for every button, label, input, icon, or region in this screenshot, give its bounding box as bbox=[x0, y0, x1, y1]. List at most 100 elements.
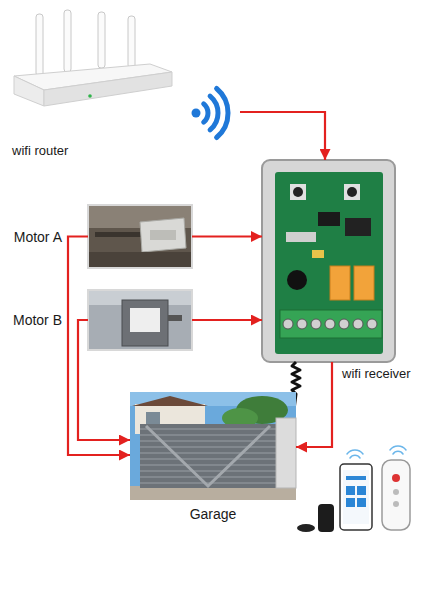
wifi-symbol-part bbox=[210, 96, 218, 130]
motor-b-photo bbox=[88, 290, 192, 350]
app-devices-part-part bbox=[346, 486, 355, 495]
garage-photo-part-part bbox=[140, 452, 276, 454]
garage-photo-part bbox=[146, 426, 270, 486]
garage-photo bbox=[130, 392, 296, 500]
garage-node: Garage bbox=[130, 392, 296, 500]
motor-b-photo-part bbox=[168, 315, 182, 321]
motor-a-photo-part bbox=[150, 230, 176, 240]
app-devices-part bbox=[393, 489, 399, 495]
garage-photo-part-part bbox=[140, 464, 276, 466]
receiver-picture-part bbox=[354, 266, 374, 300]
garage-photo-part bbox=[132, 396, 208, 406]
motor-b-photo-part bbox=[88, 290, 192, 350]
motor-b-photo-part bbox=[130, 308, 160, 332]
receiver-picture-part bbox=[262, 160, 395, 362]
wifi-symbol-part bbox=[192, 109, 201, 118]
app-devices-part bbox=[382, 460, 410, 530]
receiver-picture-part bbox=[280, 310, 382, 338]
receiver-picture-part bbox=[345, 218, 371, 236]
garage-photo-part bbox=[140, 429, 276, 483]
receiver-picture-part bbox=[330, 266, 350, 300]
receiver-picture-part bbox=[290, 184, 306, 200]
app-devices-part bbox=[340, 464, 372, 530]
motor-a-photo-part bbox=[89, 252, 191, 267]
receiver-picture-part bbox=[275, 172, 383, 354]
receiver-picture-part bbox=[318, 212, 340, 226]
signal-arrow bbox=[296, 362, 332, 447]
app-devices-part-part bbox=[350, 455, 360, 458]
receiver-picture-part bbox=[287, 270, 307, 290]
garage-photo-part-part bbox=[140, 470, 276, 472]
receiver-picture-part-part bbox=[353, 319, 363, 329]
receiver-picture-part-part bbox=[297, 319, 307, 329]
motor-node: Motor A bbox=[88, 205, 192, 268]
receiver-picture-part bbox=[283, 319, 377, 329]
signal-arrow bbox=[192, 319, 262, 321]
router-picture-part bbox=[98, 12, 105, 68]
router-picture-part bbox=[44, 72, 172, 106]
garage-photo-part bbox=[146, 412, 160, 424]
wifi-symbol bbox=[192, 89, 229, 138]
app-devices-part bbox=[346, 476, 366, 507]
router-picture-part bbox=[14, 76, 44, 106]
app-devices-part-part bbox=[346, 498, 355, 507]
node-label: wifi receiver bbox=[342, 366, 411, 382]
garage-photo-part bbox=[140, 424, 276, 488]
garage-photo-part bbox=[130, 392, 296, 500]
garage-photo-part bbox=[130, 486, 296, 500]
receiver-picture-part-part bbox=[367, 319, 377, 329]
garage-photo-part-part bbox=[140, 458, 276, 460]
garage-photo-part bbox=[276, 418, 296, 488]
app-devices-part bbox=[297, 524, 315, 532]
signal-arrow bbox=[68, 237, 130, 456]
receiver-picture-part-part bbox=[311, 319, 321, 329]
app-devices-part bbox=[318, 504, 334, 532]
router-node: wifi router bbox=[10, 15, 240, 135]
garage-photo-part-part bbox=[140, 476, 276, 478]
receiver-picture-part-part bbox=[325, 319, 335, 329]
motor-a-photo-part bbox=[140, 218, 186, 252]
node-label: Motor A bbox=[14, 228, 62, 245]
signal-arrow bbox=[240, 112, 325, 160]
receiver-picture-part bbox=[312, 250, 324, 258]
wifi-symbol-part bbox=[217, 89, 228, 138]
receiver-picture-part bbox=[293, 187, 303, 197]
wifi-symbol-part bbox=[204, 104, 208, 122]
motor-a-photo-part bbox=[88, 205, 192, 268]
router-picture-part bbox=[128, 16, 135, 68]
app-devices-part bbox=[393, 501, 399, 507]
receiver-picture-part-part bbox=[283, 319, 293, 329]
router-picture-part bbox=[36, 14, 43, 76]
signal-arrow bbox=[78, 320, 130, 440]
garage-photo-part-part bbox=[140, 428, 276, 430]
receiver-picture-part bbox=[347, 187, 357, 197]
garage-photo-part-part bbox=[140, 446, 276, 448]
app-devices-part-part bbox=[390, 446, 406, 450]
app-devices-part-part bbox=[346, 476, 366, 480]
app-devices-part-part bbox=[357, 498, 366, 507]
motor-a-photo bbox=[88, 205, 192, 268]
app-devices-part bbox=[392, 474, 400, 482]
receiver-picture-part bbox=[344, 184, 360, 200]
app-devices-part bbox=[343, 470, 369, 524]
router-picture-part bbox=[64, 10, 71, 72]
receiver-node: wifi receiver bbox=[262, 160, 395, 362]
node-label: wifi router bbox=[12, 143, 68, 159]
motor-node: Motor B bbox=[88, 290, 192, 350]
node-label: Garage bbox=[190, 506, 237, 523]
garage-photo-part-part bbox=[140, 434, 276, 436]
router-picture bbox=[14, 10, 172, 106]
receiver-picture-part bbox=[286, 232, 316, 242]
app-devices-part-part bbox=[357, 486, 366, 495]
app-devices-part-part bbox=[393, 451, 403, 454]
garage-photo-part-part bbox=[140, 482, 276, 484]
app-devices-part-part bbox=[347, 450, 363, 454]
receiver-picture-part-part bbox=[339, 319, 349, 329]
app-devices-part bbox=[347, 446, 406, 458]
router-picture-part bbox=[88, 94, 92, 98]
node-label: Motor B bbox=[13, 312, 62, 329]
motor-b-photo-part bbox=[122, 300, 168, 346]
app-devices bbox=[297, 446, 410, 532]
